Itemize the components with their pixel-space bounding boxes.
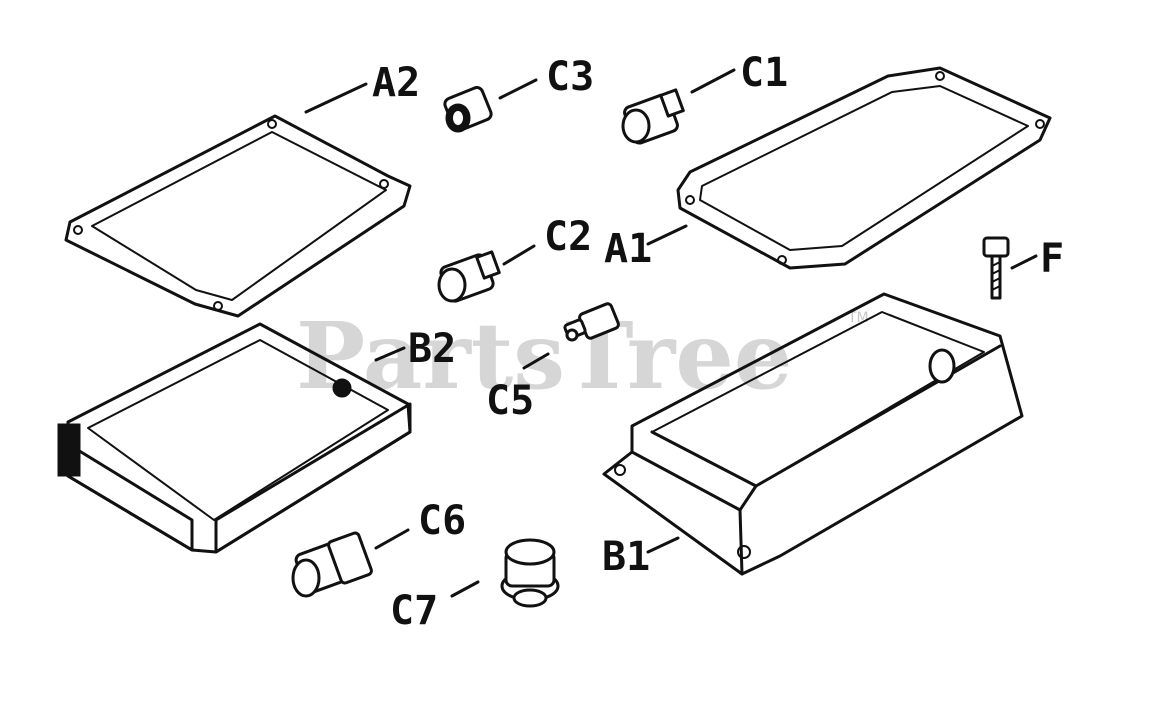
callout-c6: C6 <box>418 498 466 544</box>
part-c1-plug[interactable] <box>621 88 685 145</box>
part-b2-housing[interactable] <box>57 322 412 554</box>
callout-labels: A2 C3 C1 C2 A1 F B2 C5 C6 C7 B1 <box>372 50 1064 634</box>
callout-a1: A1 <box>604 226 652 272</box>
leader-lines <box>304 68 1038 598</box>
part-b1-housing[interactable] <box>602 292 1024 576</box>
callout-c2: C2 <box>544 214 592 260</box>
callout-a2: A2 <box>372 60 420 106</box>
callout-f: F <box>1040 236 1064 282</box>
callout-c1: C1 <box>740 50 788 96</box>
part-f-bolt[interactable] <box>982 236 1010 300</box>
callout-b2: B2 <box>408 326 456 372</box>
callout-c7: C7 <box>390 588 438 634</box>
callout-c3: C3 <box>546 54 594 100</box>
part-c3-plug[interactable] <box>443 86 493 133</box>
part-c7-plug[interactable] <box>500 538 560 608</box>
part-a1-gasket[interactable] <box>676 66 1052 270</box>
part-c2-plug[interactable] <box>437 250 501 303</box>
part-a2-gasket[interactable] <box>64 114 412 318</box>
part-c6-fitting[interactable] <box>291 531 373 598</box>
callout-c5: C5 <box>486 378 534 424</box>
part-c5-fitting[interactable] <box>563 302 620 342</box>
callout-b1: B1 <box>602 534 650 580</box>
